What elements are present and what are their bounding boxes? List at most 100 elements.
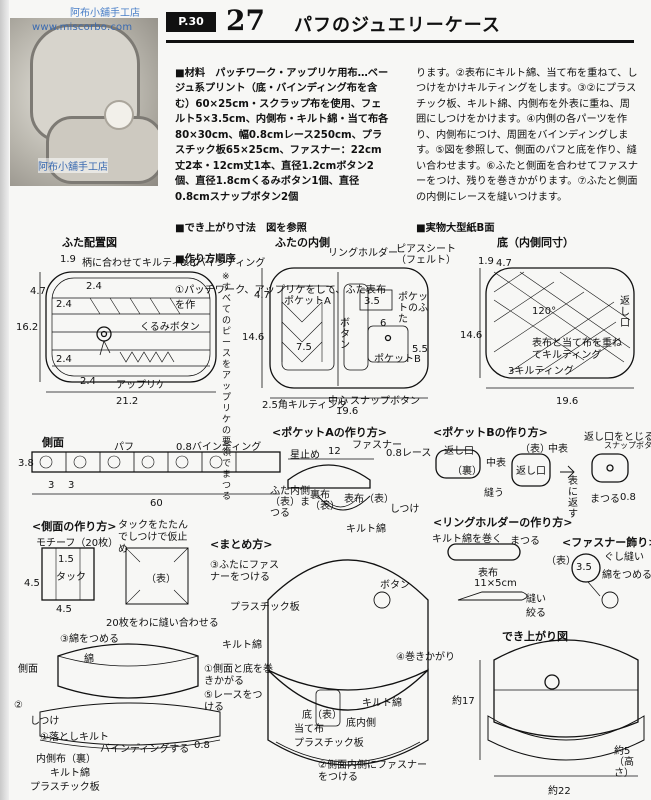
bottom-dim-14-6: 14.6: [460, 330, 483, 341]
lid-quilt-note: 柄に合わせてキルティング: [82, 258, 202, 269]
pocket-a-flap: [287, 464, 371, 489]
pattern-number: 27: [226, 4, 265, 37]
mt-step-two: ②側面内側にファスナーをつける: [318, 760, 427, 783]
bottom-dim-4-7-a: 4.7: [496, 258, 512, 269]
pocket-a-whipstitch: ふた内側（表）まつる: [270, 486, 310, 519]
mt-batting: キルト綿: [222, 640, 262, 651]
pocket-a-outer: 表布（表）: [344, 494, 394, 505]
section-lid-layout: ふた配置図: [62, 236, 117, 249]
pocket-b-front: （表）: [520, 444, 550, 455]
bottom-angle: 120°: [532, 306, 557, 317]
pocket-a-zipper: ファスナー: [352, 440, 402, 451]
pocket-b-sew: 縫う: [484, 488, 504, 499]
lid-flower-applique: [96, 326, 112, 342]
pocket-a-outline: [281, 285, 335, 371]
done-width-22: 約22: [548, 786, 571, 797]
steps-continued-text: ります。②表布にキルト綿、当て布を重ねて、しつけをかけキルティングをします。③②…: [416, 67, 639, 203]
inner-piercing-sheet: ピアスシート（フェルト）: [396, 244, 456, 266]
pocket-b-whipstitch: まつる: [590, 494, 620, 505]
pocket-b-reverse: （裏）: [452, 466, 482, 477]
fz-dim-3-5: 3.5: [576, 562, 592, 573]
inner-center: 中心: [328, 396, 348, 407]
ring-wrap-batting: キルト綿を巻く: [432, 534, 502, 545]
inner-dim-6: 6: [380, 318, 387, 329]
pocket-b-opening-2: 返し口: [516, 466, 546, 477]
sh-tuck: タック: [56, 572, 86, 583]
done-height-17: 約17: [452, 696, 475, 707]
page-title: パフのジュエリーケース: [294, 15, 501, 36]
assembly-lid: [267, 559, 429, 691]
pocket-a-lining: 裏布（表）: [310, 490, 340, 512]
mt-step-five: ⑤レースをつける: [204, 690, 263, 713]
side-dim-3-b: 3: [68, 480, 75, 491]
pocket-b-dim-0-8: 0.8: [620, 492, 636, 503]
mt-backing: 当て布: [294, 724, 324, 735]
lid-dim-4-7: 4.7: [30, 286, 46, 297]
pocket-b-turn: 表に返す: [568, 476, 578, 520]
page-binding-shadow: [0, 0, 9, 800]
inner-dim-4-7: 4.7: [254, 290, 270, 301]
pocket-a-batting: キルト綿: [346, 524, 386, 535]
inner-dim-3-5: 3.5: [364, 296, 380, 307]
bottom-outline: [485, 267, 635, 379]
sh-quilt-batting: キルト綿: [50, 768, 90, 779]
section-ring-holder: <リングホルダーの作り方>: [433, 516, 573, 529]
pocket-a-dim-12: 12: [328, 446, 341, 457]
sh-side: 側面: [18, 664, 38, 675]
ring-gather: 絞る: [526, 608, 546, 619]
section-fastener-charm: <ファスナー飾り>: [562, 536, 651, 549]
side-strip: [31, 451, 281, 473]
inner-button: ボタン: [340, 318, 350, 351]
steps-heading: ■作り方順序: [175, 253, 236, 265]
step-one-text: ①パッチワーク、アップリケをして、ふた表布を作: [175, 284, 387, 312]
lid-dim-2-4-a: 2.4: [86, 281, 102, 292]
sh-dim-1-5: 1.5: [58, 554, 74, 565]
assembly-base: [267, 668, 429, 766]
mt-step-three: ③ふたにファスナーをつける: [210, 560, 279, 583]
fz-stuff: 綿をつめる: [602, 570, 651, 581]
done-depth-5: 約5（高さ）: [614, 746, 634, 779]
watermark-site-name: 阿布小舖手工店: [70, 8, 140, 19]
sh-motif: モチーフ（20枚）: [36, 538, 119, 549]
motif-square: [41, 547, 95, 601]
bottom-opening: 返し口: [620, 296, 630, 329]
side-dim-3-a: 3: [48, 480, 55, 491]
pocket-b-opening: 返し口: [444, 446, 474, 457]
sh-batting: 綿: [84, 654, 94, 665]
ring-sew: 縫い: [526, 594, 546, 605]
mt-plastic-2: プラスチック板: [294, 738, 364, 749]
instructions-left-column: ■材料 パッチワーク・アップリケ用布…ベージュ系プリント（底・バインディング布を…: [175, 50, 391, 329]
section-bottom: 底（内側同寸）: [497, 236, 574, 249]
sh-tuck-note: タックをたたんでしつけで仮止め: [118, 520, 188, 555]
side-binding: 0.8バインディング: [176, 442, 262, 453]
lid-note-vertical: ※すべてのピースをアップリケの要領でまつる: [222, 272, 232, 502]
inner-snap-button: スナップボタン: [350, 396, 420, 407]
finished-case: [493, 639, 639, 738]
side-dim-60: 60: [150, 498, 163, 509]
pocket-a-backstitch: 星止め: [290, 450, 320, 461]
sh-join-twenty: 20枚をわに縫い合わせる: [106, 618, 219, 629]
sh-dim-4-5-b: 4.5: [56, 604, 72, 615]
lid-dim-2-4-d: 2.4: [80, 376, 96, 387]
bottom-dim-1-9: 1.9: [478, 256, 494, 267]
pattern-sheet-note: ■実物大型紙B面: [416, 222, 495, 234]
mt-batting-2: キルト綿: [362, 698, 402, 709]
lid-applique: アップリケ: [116, 380, 166, 391]
fz-front: （表）: [546, 556, 576, 567]
section-side: 側面: [42, 436, 64, 449]
pocket-b-snap: スナップボタン: [604, 441, 651, 450]
sh-dim-4-5-a: 4.5: [24, 578, 40, 589]
inner-pocket-a: ポケットA: [284, 296, 331, 307]
ring-holder: [343, 283, 369, 371]
sh-plastic: プラスチック板: [30, 782, 100, 793]
pocket-b-right-sides: 中表: [548, 444, 568, 455]
mt-bottom-front: 底（表）: [302, 710, 342, 721]
mt-plastic: プラスチック板: [230, 602, 300, 613]
inner-dim-19-6: 19.6: [336, 406, 359, 417]
lid-binding-note: 0.8バインディング: [180, 258, 266, 269]
bottom-quilt-note: 表布と当て布を重ねてキルティング: [532, 338, 622, 361]
inner-pocket-b: ポケットB: [374, 354, 421, 365]
lid-dim-16-2: 16.2: [16, 322, 39, 333]
inner-ring-holder: リングホルダー: [328, 248, 398, 259]
